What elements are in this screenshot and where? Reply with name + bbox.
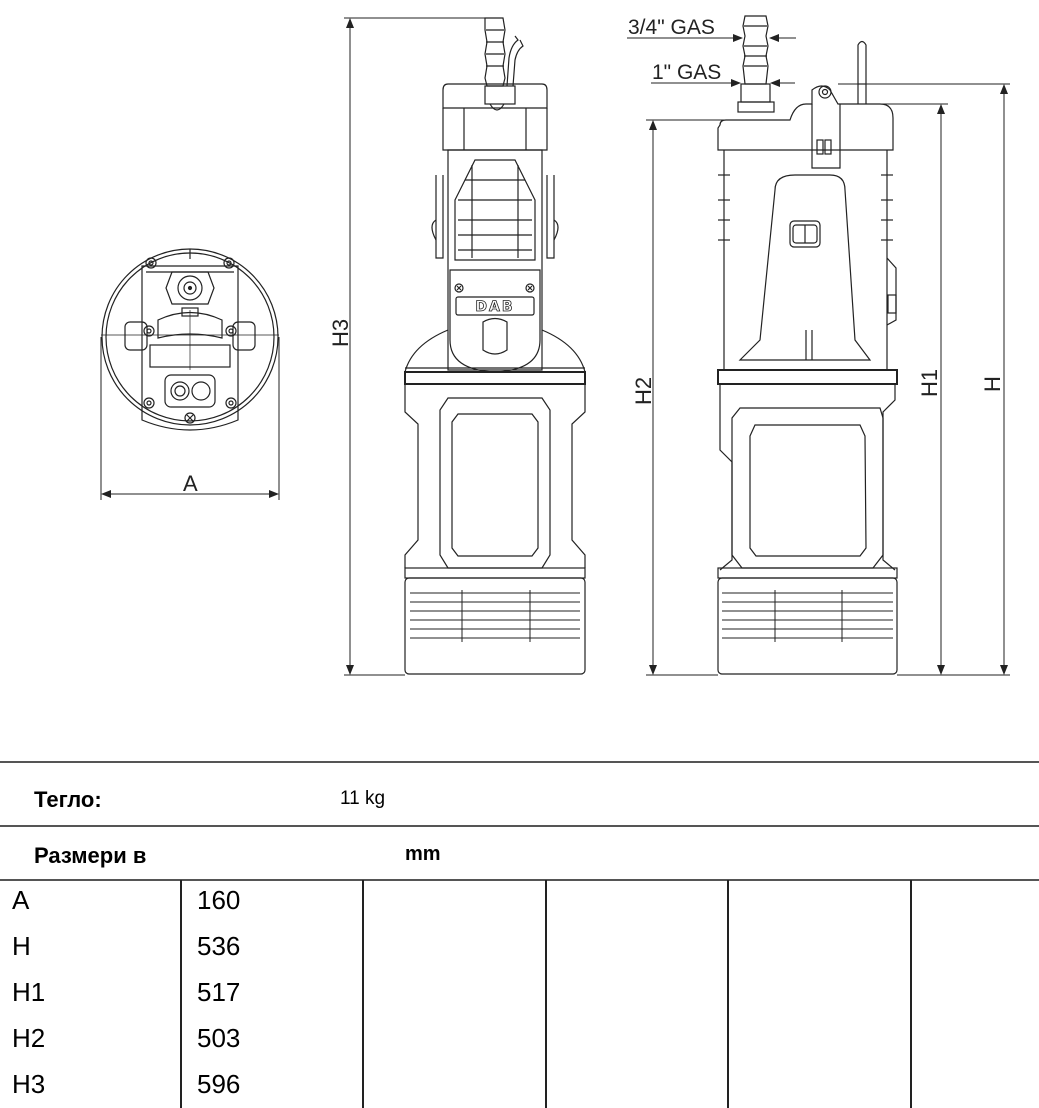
dimension-h3-label: H3 — [328, 319, 353, 347]
column-divider — [362, 880, 364, 1108]
dimension-a — [100, 337, 280, 500]
row-value: 596 — [197, 1069, 241, 1099]
pump-front-view — [404, 17, 586, 675]
weight-value: 11 kg — [340, 788, 386, 809]
gas-dimension-callouts — [627, 34, 796, 87]
dimension-h3 — [344, 17, 495, 676]
column-divider — [727, 880, 729, 1108]
dimension-h1 — [880, 103, 948, 676]
row-name: H1 — [12, 977, 46, 1007]
pump-bottom-view — [101, 248, 279, 431]
column-divider — [910, 880, 912, 1108]
dimension-h — [838, 83, 1010, 676]
dimension-h2-label: H2 — [631, 377, 656, 405]
column-divider — [180, 880, 182, 1108]
row-value: 517 — [197, 977, 241, 1007]
row-name: H3 — [12, 1069, 46, 1099]
dimensions-table: A 160 H 536 H1 517 H2 503 H3 596 — [0, 880, 1039, 1108]
dimension-h1-label: H1 — [917, 369, 942, 397]
pump-dimension-drawing: A — [100, 15, 1010, 676]
row-name: H2 — [12, 1023, 46, 1053]
row-value: 160 — [197, 885, 241, 915]
dimension-h-label: H — [980, 376, 1005, 392]
weight-label: Тегло: — [34, 787, 102, 812]
gas-3-4-label: 3/4" GAS — [628, 16, 715, 39]
divider — [0, 825, 1039, 827]
dab-logo: DAB — [475, 299, 514, 315]
row-value: 503 — [197, 1023, 241, 1053]
divider — [0, 879, 1039, 881]
row-name: A — [12, 885, 30, 915]
dimensions-unit: mm — [405, 843, 441, 865]
pump-side-view — [717, 15, 898, 675]
divider — [0, 761, 1039, 763]
dimensions-label: Размери в — [34, 843, 147, 868]
dimension-a-label: A — [183, 471, 198, 496]
row-name: H — [12, 931, 31, 961]
row-value: 536 — [197, 931, 241, 961]
column-divider — [545, 880, 547, 1108]
gas-1-label: 1" GAS — [652, 61, 721, 84]
dimension-h2 — [646, 119, 740, 676]
